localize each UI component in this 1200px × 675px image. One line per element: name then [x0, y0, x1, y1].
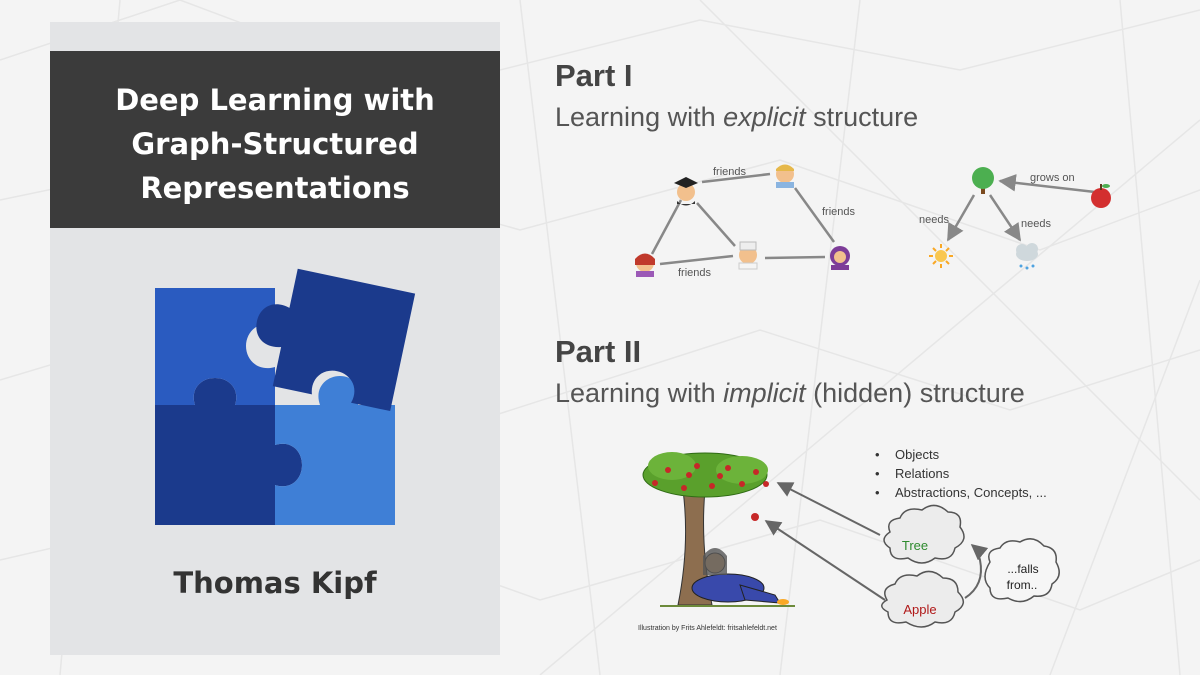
person-node-woman-red	[635, 253, 655, 277]
apple-concept-cloud	[881, 570, 964, 628]
part1-subtitle: Learning with explicit structure	[555, 102, 918, 133]
edge-label: friends	[713, 166, 747, 178]
part2-subtitle-emphasis: implicit	[723, 378, 806, 408]
puzzle-piece-top-left	[155, 288, 275, 405]
puzzle-piece-top-right	[256, 268, 416, 412]
falls-from-concept-cloud	[984, 538, 1060, 603]
book-author: Thomas Kipf	[173, 566, 377, 600]
book-title-line: Deep Learning with	[115, 83, 435, 117]
book-title: Deep Learning with Graph-Structured Repr…	[50, 78, 500, 210]
cloud-label-from: from..	[1007, 578, 1038, 592]
part2-subtitle-pre: Learning with	[555, 378, 724, 408]
edge-label: grows on	[1030, 172, 1075, 184]
part1-subtitle-post: structure	[805, 102, 919, 132]
puzzle-piece-bottom-right	[275, 376, 395, 525]
person-node-graduate	[674, 177, 698, 206]
cloud-label-falls: ...falls	[1007, 562, 1038, 576]
cover-title-band	[50, 51, 500, 228]
illustration-credit: Illustration by Frits Ahlefeldt: fritsah…	[638, 625, 777, 632]
cloud-label-apple: Apple	[903, 602, 936, 617]
person-node-chef	[738, 241, 758, 270]
cloud-label-tree: Tree	[902, 538, 928, 553]
puzzle-pieces-illustration	[155, 268, 416, 525]
tree-icon	[972, 167, 994, 194]
bullet-item: Relations	[875, 464, 1047, 483]
book-cover: Deep Learning with Graph-Structured Repr…	[50, 22, 500, 655]
part2-heading: Part II	[555, 334, 642, 369]
person-node-hijab	[830, 246, 850, 270]
puzzle-piece-bottom-left	[155, 378, 302, 525]
part2-subtitle-post: (hidden) structure	[805, 378, 1025, 408]
edge-label: needs	[1021, 218, 1051, 230]
newton-tree-illustration	[642, 452, 795, 607]
edge-label: friends	[822, 206, 856, 218]
bullet-item: Abstractions, Concepts, ...	[875, 483, 1047, 502]
part1-subtitle-emphasis: explicit	[723, 102, 806, 132]
part1-subtitle-pre: Learning with	[555, 102, 724, 132]
book-title-line: Graph-Structured	[131, 127, 419, 161]
apple-icon	[1091, 184, 1111, 208]
sun-icon	[929, 244, 953, 268]
book-title-line: Representations	[140, 171, 410, 205]
rain-cloud-icon	[1016, 243, 1038, 270]
person-node-man-blonde	[776, 164, 794, 188]
concept-bullet-list: Objects Relations Abstractions, Concepts…	[875, 445, 1047, 502]
part2-subtitle: Learning with implicit (hidden) structur…	[555, 378, 1025, 409]
bullet-item: Objects	[875, 445, 1047, 464]
edge-label: needs	[919, 214, 949, 226]
part1-heading: Part I	[555, 58, 633, 93]
tree-concept-cloud	[883, 504, 965, 564]
edge-label: friends	[678, 267, 712, 279]
